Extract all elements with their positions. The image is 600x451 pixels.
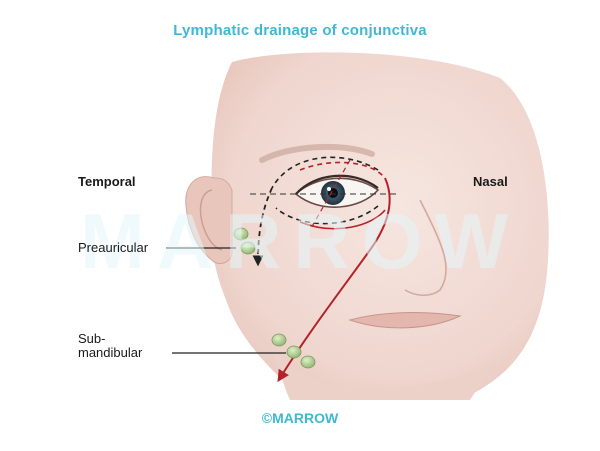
submandibular-label-line1: Sub-: [78, 331, 106, 346]
preauricular-label: Preauricular: [78, 240, 149, 255]
face-shape: [210, 52, 549, 396]
eye: [294, 174, 380, 208]
copyright-text: ©MARROW: [261, 410, 339, 426]
temporal-upper-drainage-path: [271, 156, 379, 189]
nose-outline: [404, 199, 447, 297]
nasal-label: Nasal: [473, 174, 508, 189]
diagram-title: Lymphatic drainage of conjunctiva: [173, 22, 427, 39]
watermark: MARROW: [79, 197, 521, 285]
ear-shape: [185, 176, 233, 265]
submandibular-label-line2: mandibular: [78, 345, 143, 360]
eyebrow: [259, 143, 375, 163]
mouth: [348, 312, 462, 329]
temporal-lower-drainage-path: [275, 205, 379, 225]
preauricular-lymph-nodes: [233, 227, 256, 255]
nasal-lower-drainage-path: [299, 209, 386, 230]
submandibular-lymph-nodes: [271, 333, 316, 369]
temporal-label: Temporal: [78, 174, 136, 189]
nasal-drainage-arrow: [277, 177, 391, 383]
neck-shape: [270, 345, 500, 400]
